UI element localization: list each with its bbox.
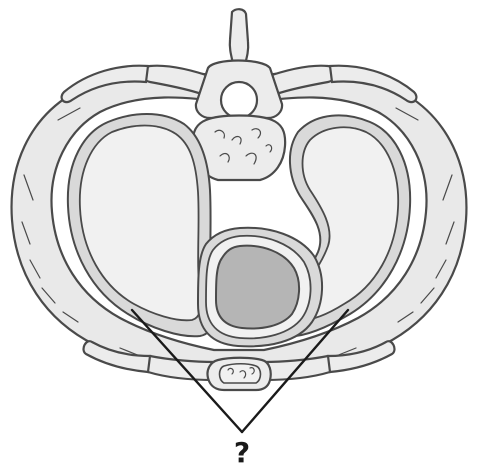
spinal-canal: [221, 82, 257, 118]
sternum: [207, 358, 270, 390]
question-mark-label: ?: [234, 436, 250, 465]
heart: [216, 246, 299, 329]
pericardium: [198, 228, 322, 347]
spinous-process: [230, 9, 248, 68]
